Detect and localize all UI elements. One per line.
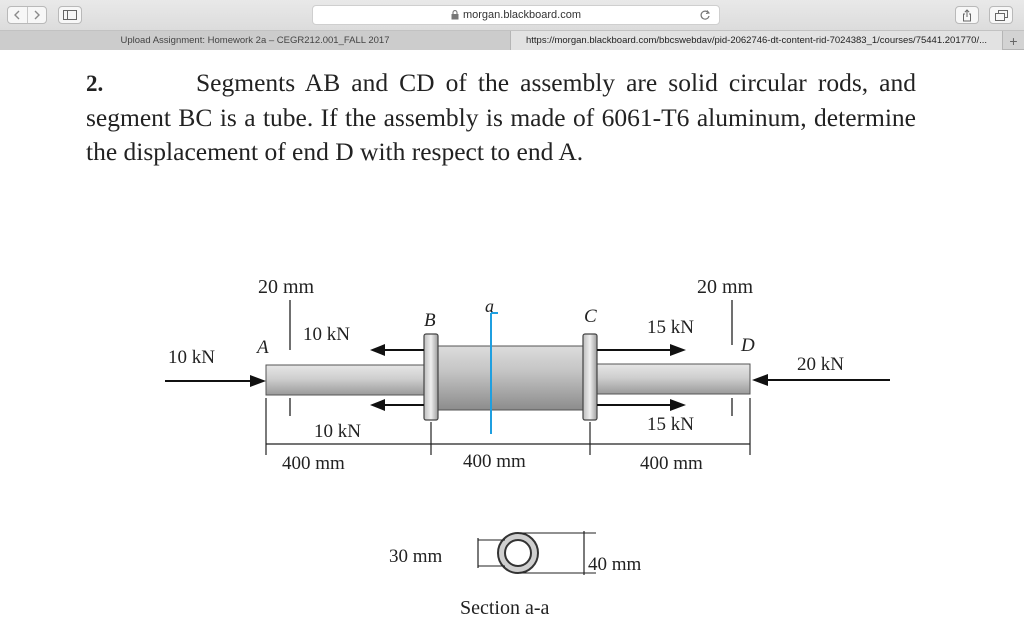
length-label-cd: 400 mm	[640, 453, 703, 474]
tab-bar: Upload Assignment: Homework 2a – CEGR212…	[0, 30, 1024, 50]
diameter-label-left: 20 mm	[258, 276, 315, 298]
load-label-c-top: 15 kN	[647, 317, 694, 338]
load-label-b-bottom: 10 kN	[314, 421, 361, 442]
back-button[interactable]	[8, 7, 27, 23]
dimension-lines	[265, 398, 751, 455]
point-label-d: D	[740, 335, 755, 356]
lock-icon	[451, 10, 459, 20]
rod-ab	[265, 364, 427, 396]
problem-text: Segments AB and CD of the assembly are s…	[86, 68, 916, 166]
flange-c	[582, 333, 598, 421]
rod-cd	[595, 363, 751, 395]
section-label-a: a	[485, 296, 494, 316]
sidebar-button[interactable]	[58, 6, 82, 24]
chevron-left-icon	[14, 10, 20, 20]
tabs-icon	[994, 9, 1008, 21]
section-inner-label: 30 mm	[389, 546, 443, 567]
load-arrow-b-bottom	[370, 399, 424, 411]
load-arrow-a	[165, 375, 266, 387]
tab-pdf-document[interactable]: https://morgan.blackboard.com/bbcswebdav…	[510, 31, 1003, 50]
diameter-label-right: 20 mm	[697, 276, 754, 298]
forward-button[interactable]	[26, 7, 47, 23]
nav-buttons	[7, 6, 47, 24]
tube-bc	[431, 345, 591, 411]
length-label-bc: 400 mm	[463, 451, 526, 472]
tab-upload-assignment[interactable]: Upload Assignment: Homework 2a – CEGR212…	[0, 31, 510, 50]
plus-icon: +	[1009, 32, 1018, 49]
address-bar[interactable]: morgan.blackboard.com	[312, 5, 720, 25]
load-arrow-b-top	[370, 344, 424, 356]
address-text: morgan.blackboard.com	[462, 9, 581, 21]
chevron-right-icon	[34, 10, 40, 20]
section-view	[477, 531, 596, 575]
length-label-ab: 400 mm	[282, 453, 345, 474]
load-label-d: 20 kN	[797, 354, 844, 375]
point-label-b: B	[424, 310, 436, 331]
problem-number: 2.	[86, 71, 104, 96]
point-label-c: C	[584, 306, 597, 327]
load-label-c-bottom: 15 kN	[647, 414, 694, 435]
problem-statement: 2.Segments AB and CD of the assembly are…	[86, 66, 916, 169]
tab-label: https://morgan.blackboard.com/bbcswebdav…	[525, 35, 988, 46]
new-tab-button[interactable]: +	[1003, 31, 1024, 50]
show-tabs-button[interactable]	[989, 6, 1013, 24]
section-caption: Section a-a	[460, 597, 550, 619]
point-label-a: A	[255, 337, 269, 358]
load-label-b-top: 10 kN	[303, 324, 350, 345]
load-arrow-c-bottom	[597, 399, 686, 411]
tab-label: Upload Assignment: Homework 2a – CEGR212…	[120, 35, 390, 46]
load-arrow-d	[752, 374, 890, 386]
share-icon	[963, 8, 971, 21]
flange-b	[423, 333, 439, 421]
reload-icon[interactable]	[699, 9, 711, 21]
load-arrow-c-top	[597, 344, 686, 356]
section-outer-label: 40 mm	[588, 554, 642, 575]
sidebar-icon	[63, 10, 77, 20]
share-button[interactable]	[955, 6, 979, 24]
load-label-a: 10 kN	[168, 347, 215, 368]
browser-toolbar: morgan.blackboard.com	[0, 0, 1024, 30]
